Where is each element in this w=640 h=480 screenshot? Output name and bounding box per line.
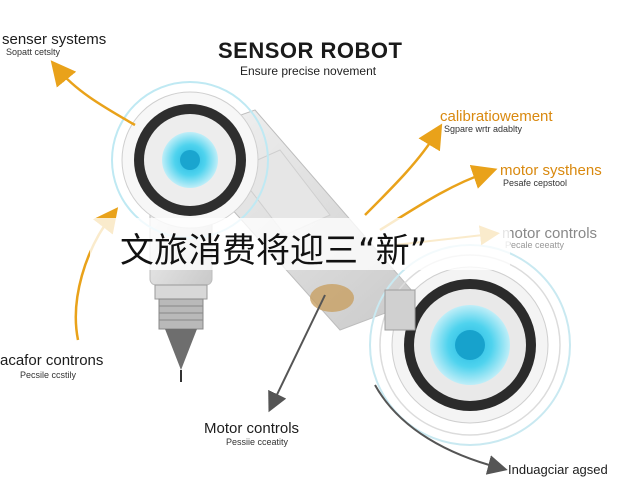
- arrow-motor-controls-bottom: [268, 294, 326, 413]
- caption-banner: 文旅消费将迎三“新”: [90, 218, 510, 271]
- label-acafor-controns: acafor controns: [0, 352, 104, 369]
- sublabel-calibration: Sgpare wrtr adablty: [444, 124, 523, 134]
- label-motor-systhens: motor systhens: [500, 162, 602, 179]
- caption-text: 文旅消费将迎三“新”: [120, 231, 428, 271]
- diagram-title: SENSOR ROBOT: [218, 38, 403, 63]
- label-motor-controls-bottom: Motor controls: [204, 420, 300, 437]
- arrow-induagciar: [374, 384, 508, 475]
- sublabel-motor-systhens: Pesafe cepstool: [503, 178, 568, 188]
- diagram-subtitle: Ensure precise novement: [240, 64, 377, 78]
- label-induagciar-agsed: Induagciar agsed: [508, 462, 608, 477]
- label-senser-systems: senser systems: [2, 31, 107, 48]
- lower-joint: [310, 244, 571, 446]
- arrow-calibration: [364, 123, 443, 216]
- sublabel-acafor-controns: Pecsile ccstily: [20, 370, 77, 380]
- upper-joint: [111, 81, 269, 239]
- sublabel-senser-systems: Sopatt cetslty: [6, 47, 61, 57]
- sublabel-motor-controls-right: Pecale ceeatty: [505, 240, 565, 250]
- label-calibration: calibratiowement: [440, 108, 553, 125]
- arrow-senser-systems: [50, 60, 136, 127]
- label-motor-controls-right: motor controls: [502, 225, 598, 242]
- sublabel-motor-controls-bottom: Pessiie cceatity: [226, 437, 289, 447]
